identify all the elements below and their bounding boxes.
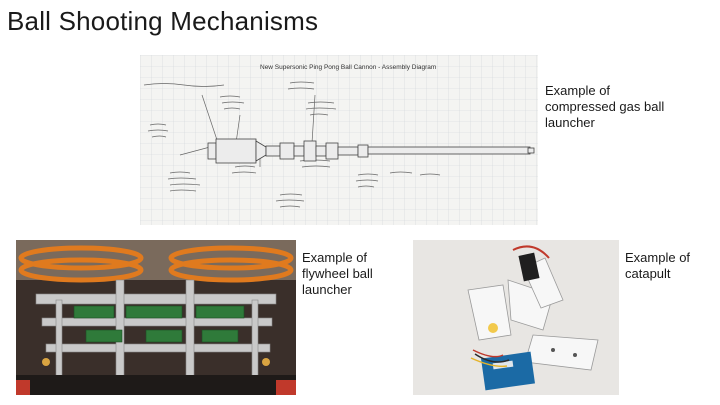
gas-caption-line-1: Example of: [545, 83, 611, 98]
flywheel-caption-line-1: Example of: [302, 250, 368, 265]
catapult-caption-line-1: Example of: [625, 250, 691, 265]
catapult-caption-line-2: catapult: [625, 266, 671, 281]
gas-launcher-diagram-drawing: New Supersonic Ping Pong Ball Cannon - A…: [140, 55, 538, 225]
gas-caption-line-3: launcher: [545, 115, 595, 130]
flywheel-launcher-caption: Example of flywheel ball launcher: [302, 250, 373, 298]
catapult-caption: Example of catapult: [625, 250, 690, 282]
gas-caption-line-2: compressed gas ball: [545, 99, 665, 114]
catapult-photo: [413, 240, 619, 395]
gas-launcher-caption: Example of compressed gas ball launcher: [545, 83, 664, 131]
flywheel-launcher-drawing: [16, 240, 296, 395]
flywheel-caption-line-3: launcher: [302, 282, 352, 297]
diagram-heading: New Supersonic Ping Pong Ball Cannon - A…: [260, 64, 436, 71]
catapult-drawing: [413, 240, 619, 395]
gas-launcher-diagram: New Supersonic Ping Pong Ball Cannon - A…: [140, 55, 538, 225]
flywheel-launcher-photo: [16, 240, 296, 395]
slide-title: Ball Shooting Mechanisms: [7, 6, 319, 36]
flywheel-caption-line-2: flywheel ball: [302, 266, 373, 281]
